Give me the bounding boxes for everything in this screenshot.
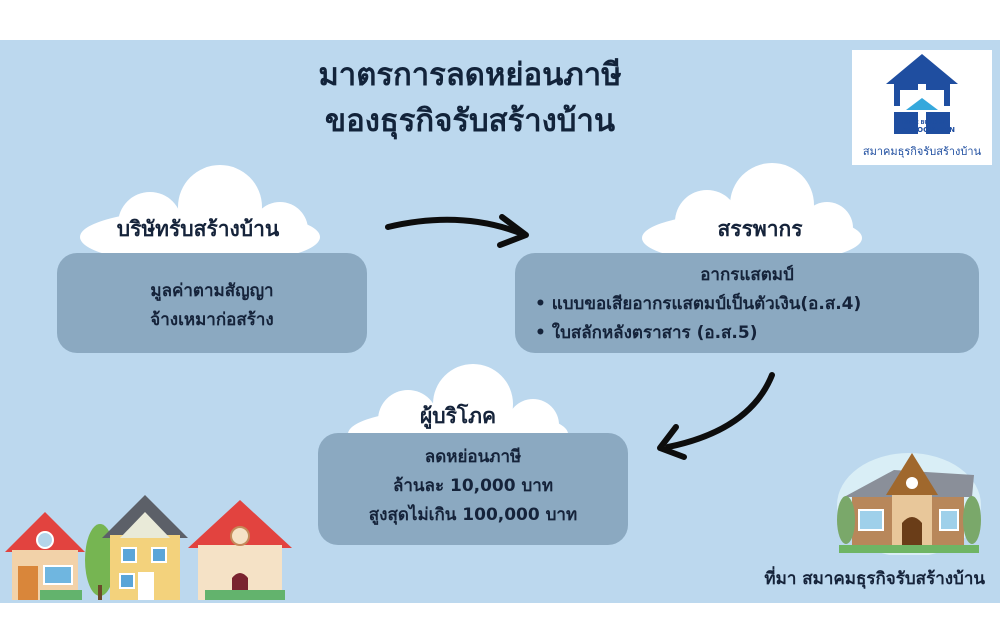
arrow-icon	[657, 372, 775, 460]
arrow-icon	[385, 214, 529, 248]
consumer-label: ผู้บริโภค	[419, 404, 497, 428]
logo-house-icon	[886, 54, 958, 134]
logo-small-text: HOME BUILDER	[902, 120, 945, 126]
logo-english-name: HOME BUILDER ASSOCIATION	[902, 120, 972, 134]
consumer-line-2: ล้านละ 10,000 บาท	[392, 476, 554, 496]
company-box: มูลค่าตามสัญญา จ้างเหมาก่อสร้าง	[57, 253, 367, 353]
diagram-canvas: มาตรการลดหย่อนภาษี ของธุรกิจรับสร้างบ้าน…	[0, 40, 1000, 603]
cloud-icon	[642, 163, 862, 264]
house-icon	[5, 495, 292, 600]
title-line-2: ของธุรกิจรับสร้างบ้าน	[324, 103, 616, 139]
revenue-bullet-2: ใบสลักหลังตราสาร (อ.ส.5)	[535, 319, 979, 348]
source-caption: ที่มา สมาคมธุรกิจรับสร้างบ้าน	[764, 569, 985, 589]
cloud-icon	[80, 165, 320, 265]
revenue-heading: อากรแสตมป์	[700, 265, 794, 285]
logo-thai-name: สมาคมธุรกิจรับสร้างบ้าน	[862, 145, 982, 158]
revenue-label: สรรพากร	[717, 217, 803, 241]
revenue-bullet-1: แบบขอเสียอากรแสตมป์เป็นตัวเงิน(อ.ส.4)	[535, 290, 979, 319]
logo-assoc-text: ASSOCIATION	[902, 126, 955, 134]
page-title: มาตรการลดหย่อนภาษี ของธุรกิจรับสร้างบ้าน	[200, 52, 740, 144]
company-label: บริษัทรับสร้างบ้าน	[116, 217, 280, 241]
house-icon	[837, 453, 981, 555]
consumer-line-3: สูงสุดไม่เกิน 100,000 บาท	[368, 505, 578, 525]
company-line-1: มูลค่าตามสัญญา	[150, 281, 274, 301]
revenue-box: อากรแสตมป์ แบบขอเสียอากรแสตมป์เป็นตัวเงิ…	[515, 253, 979, 353]
association-logo: HOME BUILDER ASSOCIATION สมาคมธุรกิจรับส…	[852, 50, 992, 165]
consumer-line-1: ลดหย่อนภาษี	[424, 447, 522, 467]
consumer-box: ลดหย่อนภาษี ล้านละ 10,000 บาท สูงสุดไม่เ…	[318, 433, 628, 545]
company-line-2: จ้างเหมาก่อสร้าง	[150, 310, 274, 330]
title-line-1: มาตรการลดหย่อนภาษี	[318, 57, 622, 93]
